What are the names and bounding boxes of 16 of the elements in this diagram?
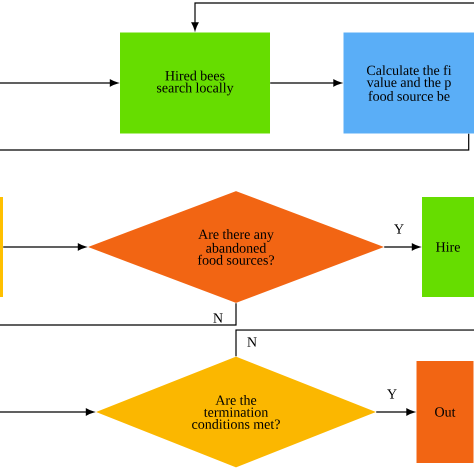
process-box: Hired bees search locally [120, 32, 270, 134]
process-box: Hire [422, 197, 474, 297]
edge-label: N [212, 312, 224, 324]
arrow [0, 408, 94, 416]
edge-label: Y [386, 388, 398, 400]
process-box: Out [416, 361, 474, 463]
arrow [270, 79, 342, 87]
arrow [191, 2, 474, 31]
edge-label: N [246, 336, 258, 348]
arrow [3, 243, 86, 251]
arrow [376, 408, 415, 416]
arrow [384, 243, 420, 251]
process-box [0, 197, 3, 297]
arrow [0, 79, 118, 87]
edge-label: Y [392, 223, 406, 235]
process-box: Calculate the fi value and the p food source be [344, 32, 474, 134]
